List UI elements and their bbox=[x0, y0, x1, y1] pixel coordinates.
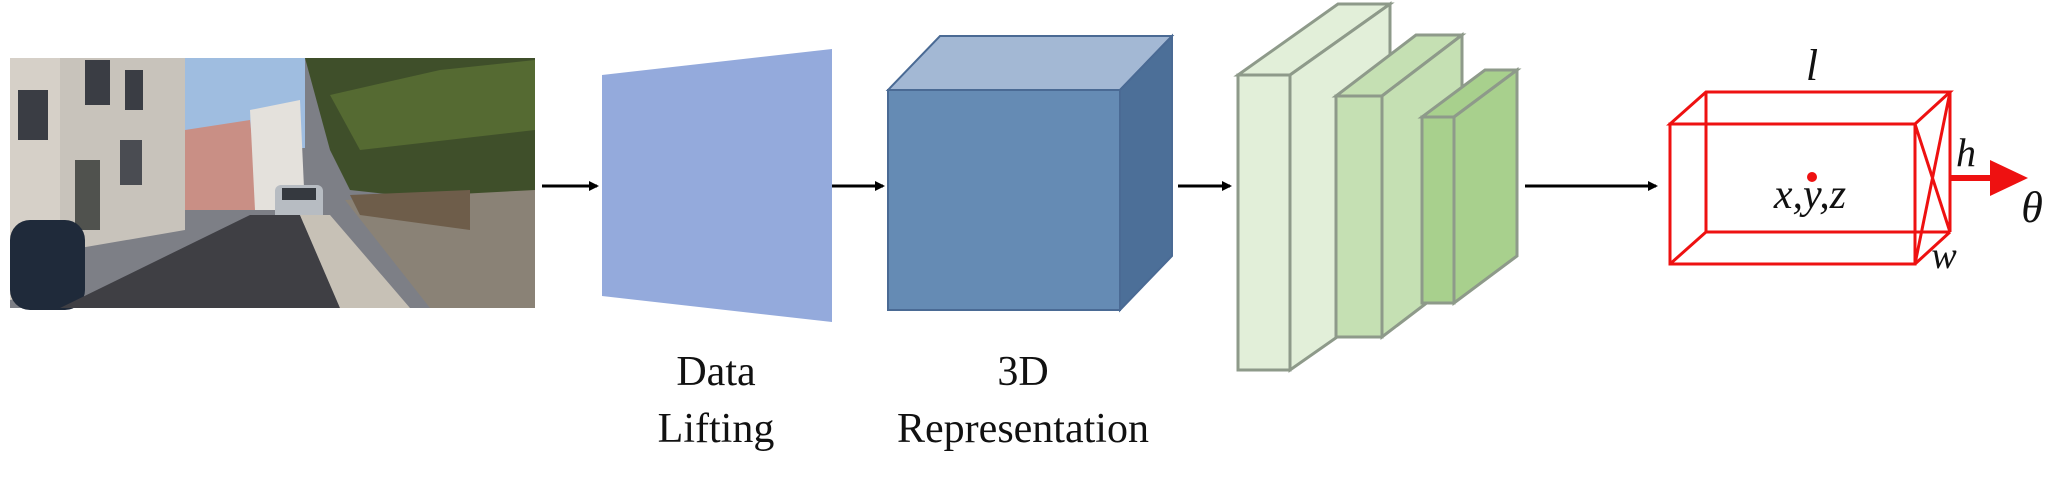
data-lifting-caption-line1: Data bbox=[676, 349, 756, 395]
box-center-dot bbox=[1807, 172, 1817, 182]
3d-bounding-box bbox=[1666, 90, 1954, 266]
width-label: w bbox=[1931, 235, 1957, 277]
3d-repr-caption-line2: Representation bbox=[897, 406, 1149, 452]
center-label: x,y,z bbox=[1773, 172, 1846, 218]
network-layer-3 bbox=[1417, 67, 1522, 306]
3d-representation-cube bbox=[885, 33, 1175, 313]
street-scene-image bbox=[10, 58, 535, 310]
orientation-arrowhead bbox=[1990, 160, 2028, 196]
3d-repr-caption-line1: 3D bbox=[997, 349, 1048, 395]
orientation-label: θ bbox=[2021, 183, 2043, 232]
data-lifting-panel bbox=[602, 49, 832, 322]
length-label: l bbox=[1806, 41, 1818, 90]
height-label: h bbox=[1956, 130, 1976, 175]
data-lifting-caption-line2: Lifting bbox=[658, 406, 775, 452]
